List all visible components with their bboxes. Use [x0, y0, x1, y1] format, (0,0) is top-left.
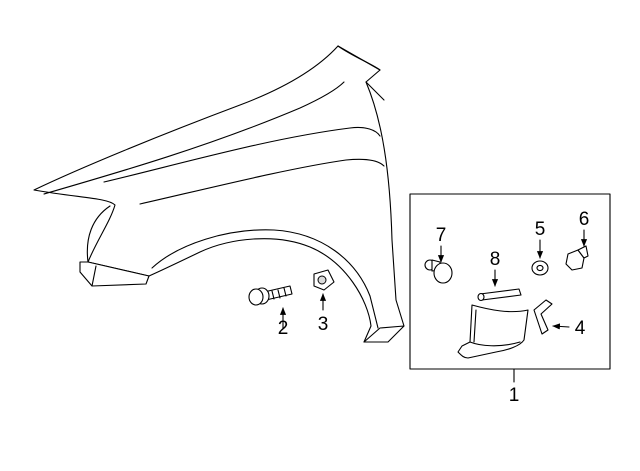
fender-panel: [33, 45, 405, 343]
nut-clip-part: [313, 269, 335, 311]
tape-strip-part: [477, 269, 522, 302]
kit-box: [409, 193, 611, 370]
mud-guard-part: [457, 304, 529, 359]
bent-tube-part: [533, 299, 570, 335]
callout-5: 5: [535, 219, 546, 240]
callout-7: 7: [436, 225, 447, 246]
bolt-part: [248, 285, 293, 329]
callout-2: 2: [278, 318, 289, 339]
callout-6: 6: [579, 209, 590, 230]
washer-part: [531, 239, 549, 276]
callout-1: 1: [509, 385, 520, 406]
retainer-clip-part: [565, 229, 589, 271]
callout-3: 3: [318, 314, 329, 335]
callout-8: 8: [490, 249, 501, 270]
push-clip-part: [424, 245, 453, 284]
callout-4: 4: [575, 318, 586, 339]
